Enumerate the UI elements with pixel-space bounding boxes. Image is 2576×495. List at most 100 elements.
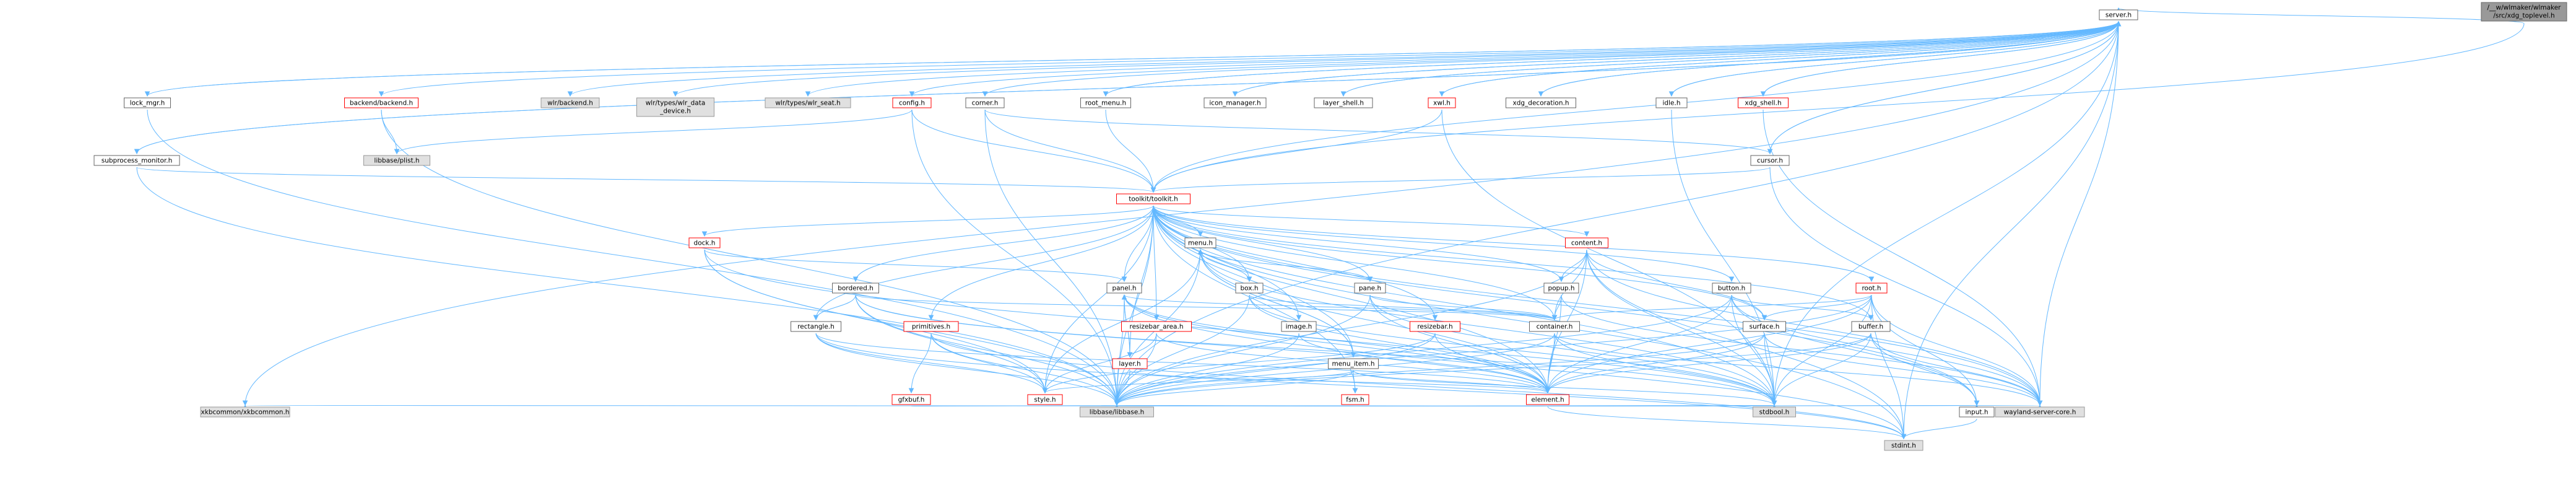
node-layer[interactable]: layer.h (1112, 358, 1148, 369)
node-popup[interactable]: popup.h (1543, 283, 1579, 294)
node-subprocess[interactable]: subprocess_monitor.h (93, 155, 180, 166)
edge-line (2118, 7, 2525, 24)
edge-line (911, 109, 1154, 193)
node-backend[interactable]: backend/backend.h (344, 97, 418, 108)
node-box[interactable]: box.h (1235, 283, 1264, 294)
node-box (1354, 283, 1386, 294)
edge-corner-to-cursor (984, 109, 1773, 155)
node-xdg_decoration[interactable]: xdg_decoration.h (1506, 97, 1576, 108)
node-fsm[interactable]: fsm.h (1341, 394, 1369, 405)
node-layer_shell[interactable]: layer_shell.h (1314, 97, 1373, 108)
node-content[interactable]: content.h (1565, 237, 1608, 248)
node-wayland[interactable]: wayland-server-core.h (1995, 406, 2085, 418)
edge-line (1547, 406, 1904, 439)
edge-arrowhead (1432, 315, 1438, 321)
node-label: corner.h (972, 100, 999, 107)
node-xdg_shell[interactable]: xdg_shell.h (1738, 97, 1789, 108)
node-label: config.h (899, 100, 925, 107)
node-lock_mgr[interactable]: lock_mgr.h (124, 97, 171, 108)
node-image[interactable]: image.h (1281, 321, 1317, 332)
node-resizebar_area[interactable]: resizebar_area.h (1121, 321, 1192, 332)
node-rectangle[interactable]: rectangle.h (791, 321, 841, 332)
node-corner[interactable]: corner.h (965, 97, 1005, 108)
node-root_menu[interactable]: root_menu.h (1080, 97, 1131, 108)
node-plist[interactable]: libbase/plist.h (363, 155, 430, 166)
edge-line (815, 205, 1154, 320)
edge-line (1586, 249, 2040, 406)
node-toolkit[interactable]: toolkit/toolkit.h (1116, 193, 1190, 204)
node-libbase[interactable]: libbase/libbase.h (1080, 406, 1154, 418)
node-panel[interactable]: panel.h (1106, 283, 1142, 294)
node-menu_item[interactable]: menu_item.h (1328, 358, 1379, 369)
edge-menu_item-to-style (1042, 370, 1354, 394)
node-box (124, 97, 171, 108)
node-wlr_backend[interactable]: wlr/backend.h (540, 97, 600, 108)
edge-toolkit-to-root_h (1153, 205, 1875, 283)
node-label: wayland-server-core.h (2004, 409, 2076, 416)
node-label: input.h (1965, 409, 1988, 416)
node-box (2481, 2, 2567, 22)
node-label: content.h (1571, 240, 1602, 247)
node-label: image.h (1286, 323, 1312, 331)
edge-subprocess-to-libbase (136, 167, 1120, 406)
edge-buffer-to-input (1870, 333, 1980, 406)
edge-config-to-toolkit (911, 109, 1156, 193)
node-input[interactable]: input.h (1959, 406, 1995, 418)
node-stdint[interactable]: stdint.h (1884, 440, 1923, 451)
edge-line (1353, 370, 1775, 406)
edge-line (1116, 333, 1299, 406)
edge-root-to-server (2115, 7, 2525, 24)
edge-line (1153, 205, 1872, 282)
node-box (1203, 97, 1267, 108)
edge-line (1153, 205, 1371, 282)
node-bordered[interactable]: bordered.h (832, 283, 879, 294)
node-resizebar[interactable]: resizebar.h (1410, 321, 1460, 332)
edge-line (1774, 21, 2119, 406)
edge-arrowhead (567, 91, 573, 97)
edge-primitives-to-stdint (930, 333, 1907, 440)
edge-line (1903, 418, 1977, 439)
node-dock[interactable]: dock.h (688, 237, 721, 248)
edge-line (675, 21, 2119, 97)
node-cursor[interactable]: cursor.h (1750, 155, 1790, 166)
node-xwl[interactable]: xwl.h (1428, 97, 1456, 108)
node-root[interactable]: /__w/wlmaker/wlmaker/src/xdg_toplevel.h (2481, 2, 2567, 22)
node-stdbool[interactable]: stdbool.h (1753, 406, 1796, 418)
node-box (1526, 394, 1569, 405)
edge-server-to-stdbool (1771, 21, 2119, 406)
node-label: _device.h (659, 108, 691, 115)
edge-root_h-to-surface (1761, 294, 1872, 321)
edge-line (1870, 333, 2040, 406)
edge-menu-to-menu_item (1200, 249, 1356, 358)
node-pane[interactable]: pane.h (1354, 283, 1386, 294)
node-gfxbuf[interactable]: gfxbuf.h (891, 394, 931, 405)
node-box (791, 321, 841, 332)
node-wlr_seat[interactable]: wlr/types/wlr_seat.h (765, 97, 851, 108)
edge-line (1434, 333, 1548, 393)
node-style[interactable]: style.h (1027, 394, 1063, 405)
node-element[interactable]: element.h (1526, 394, 1569, 405)
node-buffer[interactable]: buffer.h (1851, 321, 1891, 332)
node-config[interactable]: config.h (892, 97, 932, 108)
edge-line (1200, 249, 1250, 282)
node-box (891, 394, 931, 405)
node-idle[interactable]: idle.h (1655, 97, 1688, 108)
node-icon_manager[interactable]: icon_manager.h (1203, 97, 1267, 108)
node-label: subprocess_monitor.h (102, 157, 173, 165)
edge-line (1124, 294, 1555, 320)
edge-line (1105, 109, 1154, 193)
node-label: stdbool.h (1759, 409, 1790, 416)
node-surface[interactable]: surface.h (1743, 321, 1786, 332)
edge-arrowhead (908, 388, 914, 394)
node-primitives[interactable]: primitives.h (903, 321, 959, 332)
node-container[interactable]: container.h (1529, 321, 1580, 332)
node-server[interactable]: server.h (2099, 9, 2138, 20)
node-label: toolkit/toolkit.h (1129, 196, 1178, 203)
node-button[interactable]: button.h (1712, 283, 1751, 294)
node-xkbcommon[interactable]: xkbcommon/xkbcommon.h (200, 406, 290, 418)
edge-line (1153, 205, 1765, 320)
node-wlr_data_device[interactable]: wlr/types/wlr_data_device.h (636, 97, 714, 117)
node-menu[interactable]: menu.h (1184, 237, 1216, 248)
node-root_h[interactable]: root.h (1855, 283, 1888, 294)
